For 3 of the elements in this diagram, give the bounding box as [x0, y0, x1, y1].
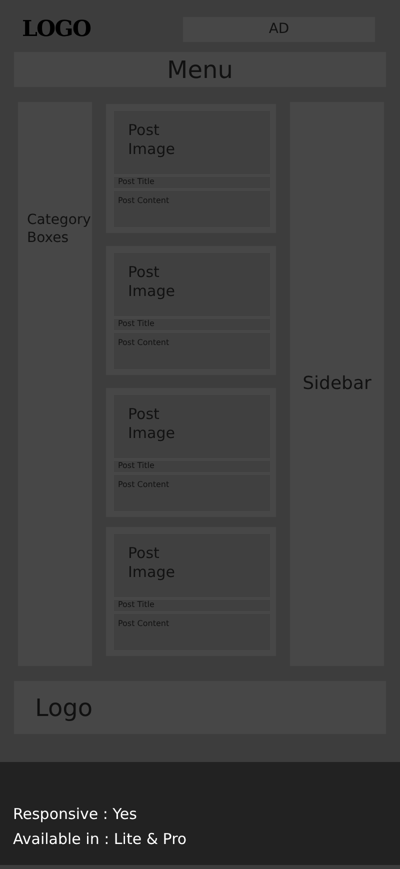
spec-text: Available in : Lite & Pro: [13, 830, 187, 848]
header-placeholder-text: LOGO: [22, 16, 91, 42]
spec-text: Responsive : Yes: [13, 805, 137, 823]
